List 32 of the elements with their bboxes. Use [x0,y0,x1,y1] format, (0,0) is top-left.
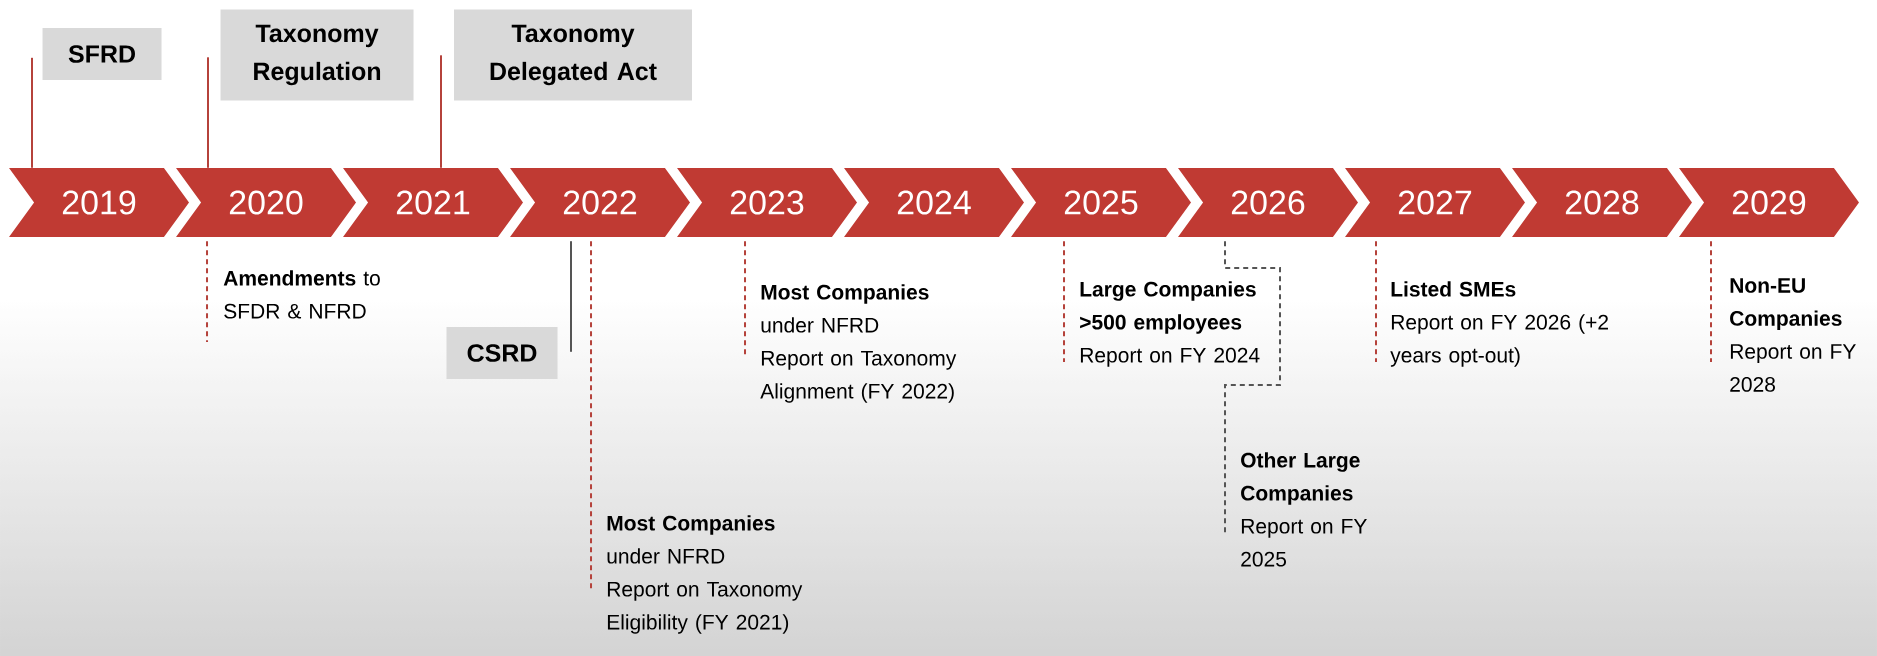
milestone-text: Most Companies under NFRD Report on Taxonomy Eligibility (FY 2021) [607,515,803,634]
year-banner: 2019 [9,168,189,237]
year-banner: 2026 [1178,168,1358,237]
label-box: CSRD [446,327,558,379]
year-banner: 2020 [176,168,356,237]
dashed-leader-line [1710,240,1712,363]
dashed-leader-line [590,240,592,591]
year-banner: 2028 [1512,168,1692,237]
year-banner: 2023 [677,168,857,237]
leader-line [207,56,209,169]
year-banner: 2022 [510,168,690,237]
label-box: SFRD [42,28,162,80]
milestone-text: Large Companies >500 employees Report on FY 2024 [1080,281,1260,367]
year-banner: 2021 [343,168,523,237]
label-box: Taxonomy Delegated Act [454,9,692,101]
year-banner: 2025 [1011,168,1191,237]
leader-line [440,54,442,169]
dashed-leader-line [1063,240,1065,363]
leader-line [570,240,572,353]
year-banner: 2029 [1679,168,1859,237]
dashed-leader-line [206,240,208,343]
year-banner: 2024 [844,168,1024,237]
milestone-text: Amendments to SFDR & NFRD [223,270,380,319]
milestone-text: Most Companies under NFRD Report on Taxonomy Alignment (FY 2022) [760,284,957,403]
milestone-text: Other Large Companies Report on FY 2025 [1241,452,1367,567]
milestone-text: Listed SMEs Report on FY 2026 (+2 years opt-out) [1390,281,1608,367]
dashed-leader-line [1375,240,1377,363]
milestone-text: Non-EU Companies Report on FY 2028 [1730,278,1856,392]
label-box: Taxonomy Regulation [220,9,414,101]
dashed-leader-line [1224,240,1281,535]
year-banner: 2027 [1345,168,1525,237]
leader-line [31,56,33,169]
